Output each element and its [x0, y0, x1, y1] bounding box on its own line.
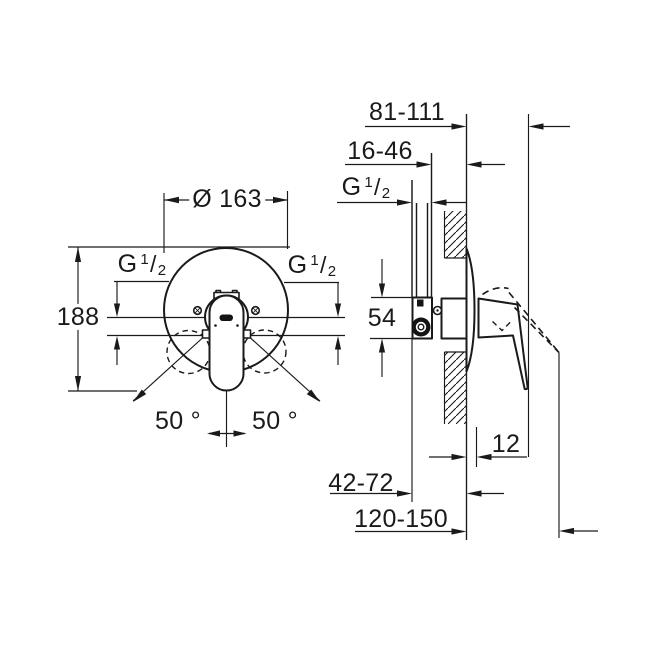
dim-label-height: 188: [53, 304, 103, 330]
screw-icon-left: [192, 305, 203, 316]
thread-slash: /: [320, 252, 327, 279]
angle-label-right: 50 °: [252, 406, 298, 435]
dim-label-body-height: 54: [367, 303, 397, 332]
dim-label-supply-depth: 42-72: [328, 468, 394, 497]
supply-elbow-ring: [415, 321, 427, 333]
wall-hatch-lower: [444, 352, 467, 424]
thread-slash: /: [374, 174, 381, 201]
thread-slash: /: [150, 251, 157, 278]
thread-numerator: 1: [364, 174, 374, 192]
dimension-plate-projection: [429, 453, 527, 461]
screw-icon-right: [250, 305, 261, 316]
angle-arrowhead-right: [233, 430, 247, 437]
handle-logo-slot: [219, 314, 233, 321]
dim-label-diameter: Ø 163: [189, 186, 265, 212]
dimension-min-max-depth: [365, 123, 570, 130]
dim-label-concealed-depth: 16-46: [347, 136, 413, 165]
dimension-supply-depth: [330, 490, 504, 497]
thread-base: G: [341, 173, 362, 202]
dimension-concealed-depth: [345, 161, 505, 168]
lever-raised-dashed-edge-1: [508, 291, 560, 354]
dim-label-plate-projection: 12: [491, 429, 521, 458]
wall-section: [443, 114, 468, 540]
thread-denominator: 2: [327, 263, 337, 281]
dim-label-overall-depth: 120-150: [354, 504, 448, 533]
cartridge-housing: [440, 297, 468, 340]
valve-detail-square: [417, 299, 424, 307]
thread-base: G: [117, 250, 138, 279]
thread-denominator: 2: [157, 262, 167, 280]
supply-elbow-center: [417, 323, 425, 331]
thread-base: G: [287, 251, 308, 280]
thread-leader-left: [113, 280, 169, 365]
dimension-body-height: [370, 259, 412, 377]
handle-dot-right: [236, 324, 239, 327]
rotation-arrowhead-right: [306, 389, 320, 402]
handle-dot-left: [214, 324, 217, 327]
side-view: [330, 114, 598, 540]
lever-crease-dashed: [492, 320, 511, 332]
dimension-thread-side: [337, 199, 467, 206]
fixing-screw-center: [436, 309, 439, 312]
thread-numerator: 1: [140, 251, 150, 269]
rotation-arrowhead-left: [133, 389, 147, 402]
lever-raised-dashed-edge-2: [513, 306, 560, 354]
dimension-height: [68, 246, 290, 392]
thread-leader-right: [284, 281, 342, 365]
handle-lever-side: [477, 297, 529, 391]
thread-denominator: 2: [381, 185, 391, 203]
escutcheon-plate-side: [465, 247, 476, 373]
thread-numerator: 1: [310, 252, 320, 270]
dim-label-min-max-depth: 81-111: [369, 97, 445, 126]
front-view: [68, 191, 345, 447]
valve-body: [411, 296, 468, 340]
angle-label-left: 50 °: [155, 406, 201, 435]
dimension-overall-depth: [355, 527, 598, 535]
lever-raised-dashed-top: [482, 286, 509, 296]
angle-arrowhead-left: [207, 430, 220, 437]
wall-hatch-upper: [444, 211, 467, 258]
supply-pipe: [411, 153, 433, 502]
handle-lever-front: [208, 294, 245, 392]
